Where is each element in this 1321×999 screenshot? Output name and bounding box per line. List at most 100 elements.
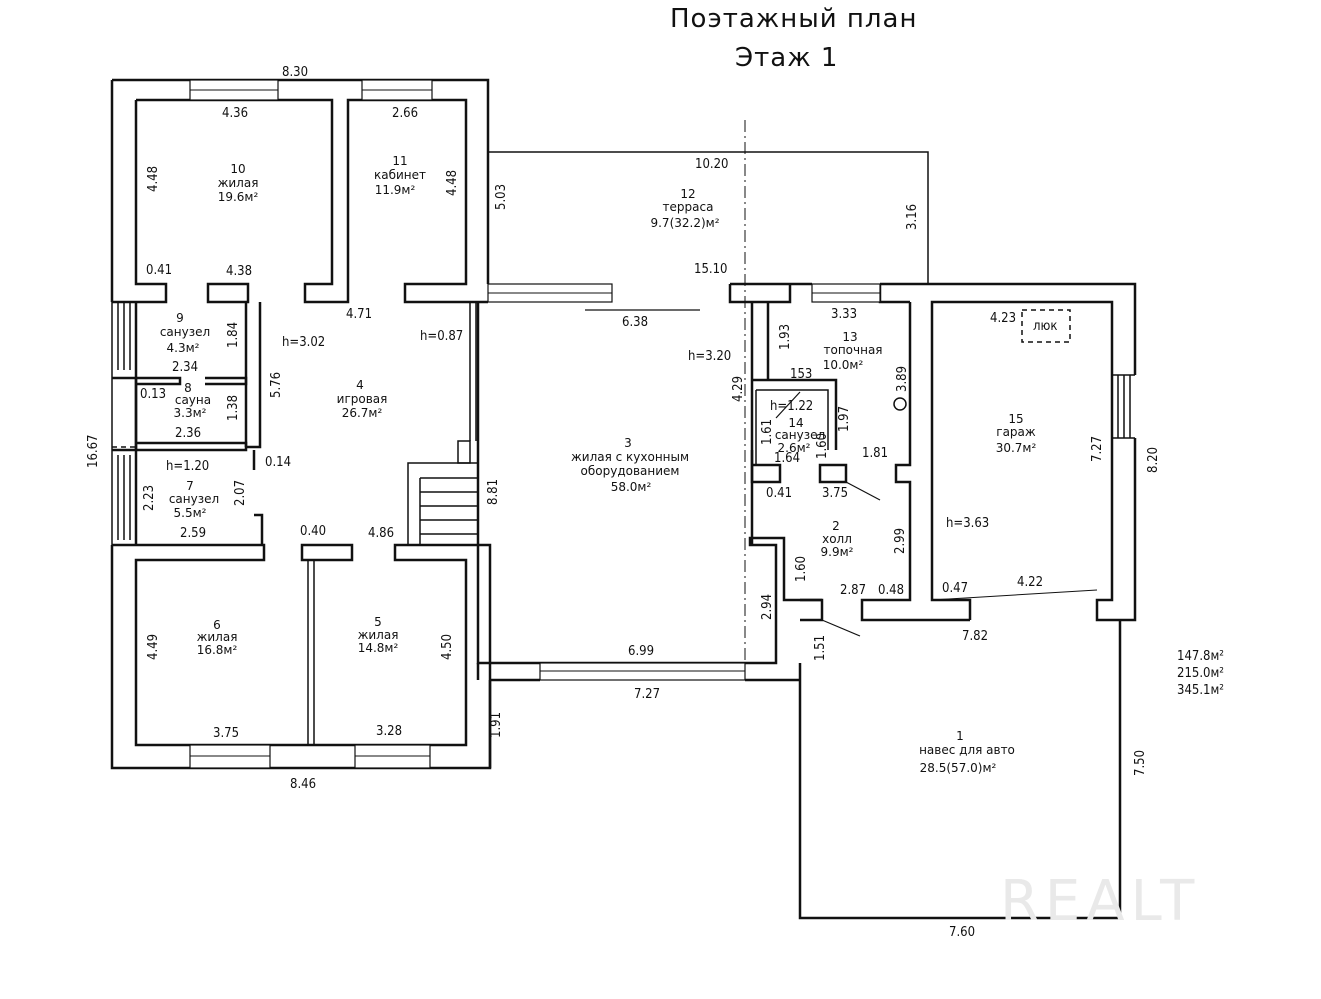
svg-text:жилая: жилая bbox=[197, 630, 238, 644]
svg-text:19.6м²: 19.6м² bbox=[218, 190, 259, 204]
svg-text:8.30: 8.30 bbox=[282, 65, 308, 80]
svg-text:санузел: санузел bbox=[160, 325, 210, 339]
svg-text:жилая с кухонным: жилая с кухонным bbox=[571, 450, 689, 464]
svg-text:2.87: 2.87 bbox=[840, 583, 866, 598]
svg-text:6.99: 6.99 bbox=[628, 644, 654, 659]
svg-text:5.03: 5.03 bbox=[494, 184, 509, 210]
svg-text:2.6м²: 2.6м² bbox=[778, 441, 811, 455]
svg-text:0.41: 0.41 bbox=[766, 486, 792, 501]
svg-text:8.20: 8.20 bbox=[1146, 447, 1161, 473]
svg-text:2.59: 2.59 bbox=[180, 526, 206, 541]
svg-text:9.9м²: 9.9м² bbox=[821, 545, 854, 559]
svg-text:2.99: 2.99 bbox=[893, 528, 908, 554]
svg-text:3.3м²: 3.3м² bbox=[174, 406, 207, 420]
svg-text:7.27: 7.27 bbox=[1090, 436, 1105, 462]
svg-text:0.47: 0.47 bbox=[942, 581, 968, 596]
svg-text:4.86: 4.86 bbox=[368, 526, 394, 541]
watermark-logo: REALT bbox=[1000, 869, 1200, 934]
svg-text:15: 15 bbox=[1008, 412, 1023, 426]
svg-text:4.48: 4.48 bbox=[445, 170, 460, 196]
svg-text:3.75: 3.75 bbox=[822, 486, 848, 501]
room-label-13: 13 топочная 10.0м² bbox=[823, 330, 883, 372]
svg-text:h=0.87: h=0.87 bbox=[420, 329, 463, 344]
svg-text:2: 2 bbox=[832, 519, 840, 533]
svg-text:8.81: 8.81 bbox=[486, 479, 501, 505]
svg-text:153: 153 bbox=[790, 367, 812, 382]
svg-text:4.29: 4.29 bbox=[731, 376, 746, 402]
svg-text:9.7(32.2)м²: 9.7(32.2)м² bbox=[650, 216, 719, 230]
svg-text:h=3.63: h=3.63 bbox=[946, 516, 989, 531]
svg-text:26.7м²: 26.7м² bbox=[342, 406, 383, 420]
svg-text:30.7м²: 30.7м² bbox=[996, 441, 1037, 455]
svg-text:санузел: санузел bbox=[775, 428, 825, 442]
svg-text:4: 4 bbox=[356, 378, 364, 392]
svg-text:2.23: 2.23 bbox=[142, 485, 157, 511]
svg-text:28.5(57.0)м²: 28.5(57.0)м² bbox=[920, 761, 997, 775]
svg-text:2.66: 2.66 bbox=[392, 106, 418, 121]
room-label-5: 5 жилая 14.8м² bbox=[358, 615, 399, 655]
svg-text:10.20: 10.20 bbox=[695, 157, 728, 172]
svg-text:215.0м²: 215.0м² bbox=[1177, 666, 1224, 681]
svg-text:h=1.22: h=1.22 bbox=[770, 399, 813, 414]
svg-text:4.38: 4.38 bbox=[226, 264, 252, 279]
svg-text:7.50: 7.50 bbox=[1133, 750, 1148, 776]
svg-text:3.89: 3.89 bbox=[895, 366, 910, 392]
right-block-walls bbox=[728, 282, 1137, 637]
svg-text:8.46: 8.46 bbox=[290, 777, 316, 792]
plan-title: Поэтажный план bbox=[670, 4, 917, 34]
svg-text:санузел: санузел bbox=[169, 492, 219, 506]
svg-text:холл: холл bbox=[822, 532, 852, 546]
svg-text:16.67: 16.67 bbox=[86, 435, 101, 468]
svg-text:4.71: 4.71 bbox=[346, 307, 372, 322]
svg-text:1.84: 1.84 bbox=[226, 322, 241, 348]
svg-text:3.75: 3.75 bbox=[213, 726, 239, 741]
svg-text:4.49: 4.49 bbox=[146, 634, 161, 660]
room-label-3: 3 жилая с кухонным оборудованием 58.0м² bbox=[571, 436, 689, 494]
svg-text:7.60: 7.60 bbox=[949, 925, 975, 940]
svg-text:4.48: 4.48 bbox=[146, 166, 161, 192]
svg-text:10: 10 bbox=[230, 162, 245, 176]
central-room-walls bbox=[476, 302, 1122, 920]
room-label-8: 8 сауна 3.3м² bbox=[174, 381, 212, 420]
svg-text:1: 1 bbox=[956, 729, 964, 743]
svg-text:2.34: 2.34 bbox=[172, 360, 198, 375]
svg-text:игровая: игровая bbox=[337, 392, 388, 406]
svg-text:7.27: 7.27 bbox=[634, 687, 660, 702]
svg-text:жилая: жилая bbox=[358, 628, 399, 642]
room-label-7: 7 санузел 5.5м² bbox=[169, 479, 219, 520]
svg-text:1.60: 1.60 bbox=[794, 556, 809, 582]
svg-text:1.97: 1.97 bbox=[837, 406, 852, 432]
svg-text:0.14: 0.14 bbox=[265, 455, 291, 470]
svg-text:h=1.20: h=1.20 bbox=[166, 459, 209, 474]
svg-text:гараж: гараж bbox=[996, 425, 1036, 439]
room-label-15: 15 гараж 30.7м² bbox=[996, 412, 1037, 455]
svg-text:7: 7 bbox=[186, 479, 194, 493]
room-label-11: 11 кабинет 11.9м² bbox=[374, 154, 426, 197]
svg-text:1.38: 1.38 bbox=[226, 395, 241, 421]
svg-text:1.81: 1.81 bbox=[862, 446, 888, 461]
svg-text:10.0м²: 10.0м² bbox=[823, 358, 864, 372]
svg-text:h=3.20: h=3.20 bbox=[688, 349, 731, 364]
svg-text:5.76: 5.76 bbox=[269, 372, 284, 398]
room-label-9: 9 санузел 4.3м² bbox=[160, 311, 210, 355]
svg-text:1.91: 1.91 bbox=[489, 712, 504, 738]
svg-text:11: 11 bbox=[392, 154, 407, 168]
svg-text:сауна: сауна bbox=[175, 393, 211, 407]
svg-text:4.36: 4.36 bbox=[222, 106, 248, 121]
svg-text:1.61: 1.61 bbox=[760, 419, 775, 445]
svg-text:345.1м²: 345.1м² bbox=[1177, 683, 1224, 698]
area-totals: 147.8м² 215.0м² 345.1м² bbox=[1177, 649, 1224, 698]
svg-text:1.93: 1.93 bbox=[778, 324, 793, 350]
svg-text:13: 13 bbox=[842, 330, 857, 344]
svg-text:6: 6 bbox=[213, 618, 221, 632]
svg-text:9: 9 bbox=[176, 311, 184, 325]
svg-text:0.40: 0.40 bbox=[300, 524, 326, 539]
vertical-dimension-labels: 4.48 4.48 5.03 3.16 1.84 5.76 1.38 16.67… bbox=[86, 166, 1161, 776]
svg-text:5: 5 bbox=[374, 615, 382, 629]
room-label-1: 1 навес для авто 28.5(57.0)м² bbox=[919, 729, 1015, 775]
left-block-walls bbox=[110, 78, 492, 770]
svg-text:14: 14 bbox=[788, 416, 803, 430]
svg-text:3.33: 3.33 bbox=[831, 307, 857, 322]
room-label-6: 6 жилая 16.8м² bbox=[197, 618, 238, 657]
